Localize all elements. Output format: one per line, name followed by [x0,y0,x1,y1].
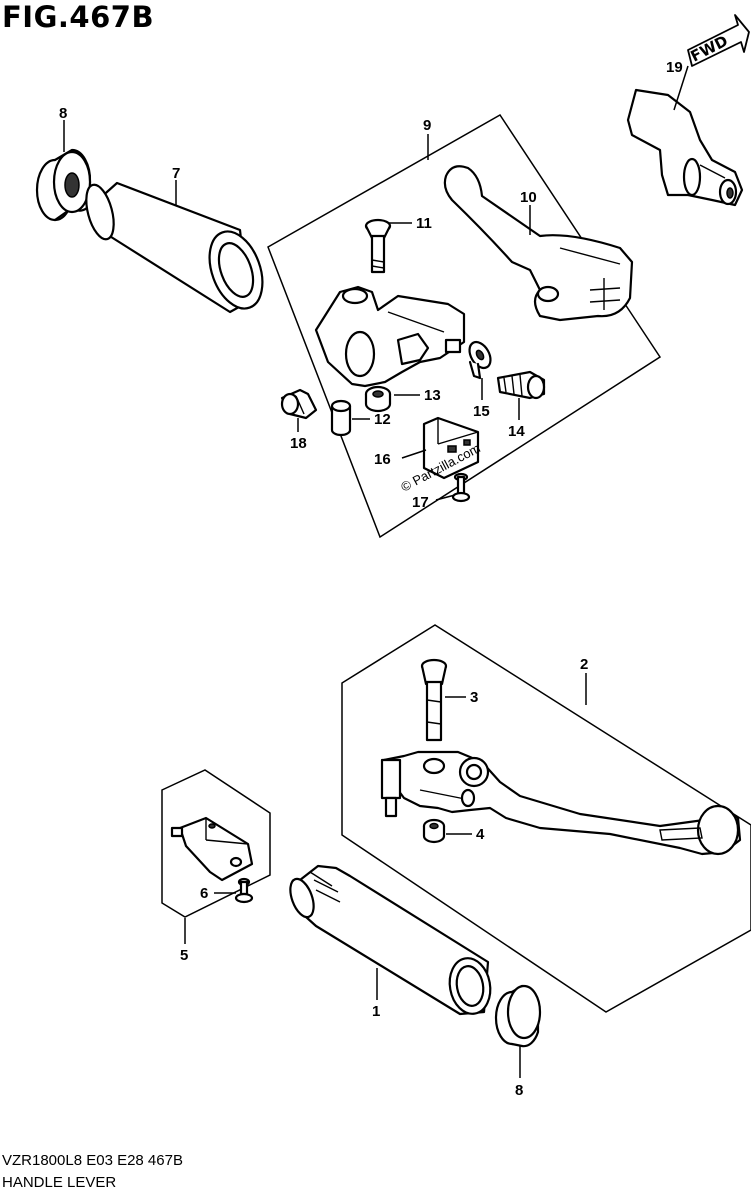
footer-name: HANDLE LEVER [2,1174,117,1191]
fwd-label: FWD [688,32,731,66]
callout-5: 5 [180,947,188,964]
part-5-brake-switch [170,816,254,882]
callout-8-top: 8 [59,105,67,122]
callout-15: 15 [473,403,490,420]
part-10-clutch-lever [443,165,634,322]
parts-diagram: FWD [35,14,751,1099]
callout-14: 14 [508,423,525,440]
assembly-box-5 [161,769,271,918]
callout-1: 1 [372,1003,380,1020]
figure-title: FIG.467B [2,0,155,34]
part-18-bolt [280,388,318,420]
part-1-throttle-grip [289,864,492,1016]
callout-11: 11 [416,215,432,232]
callout-3: 3 [470,689,478,706]
part-14-adjuster-bolt [496,370,546,400]
callout-16: 16 [374,451,391,468]
part-7-grip-top [85,181,264,314]
callout-17: 17 [412,494,429,511]
callout-4: 4 [476,826,485,843]
assembly-box-9 [267,114,662,539]
callout-8-bottom: 8 [515,1082,523,1099]
part-16-clutch-switch [422,416,480,480]
callout-13: 13 [424,387,441,404]
callout-7: 7 [172,165,180,182]
part-3-pivot-bolt [420,658,448,742]
part-8-bar-end-bottom [494,984,542,1048]
part-11-pivot-bolt [364,218,392,274]
leader-lines [63,65,689,1078]
callout-19: 19 [666,59,683,76]
part-2-brake-lever [380,750,742,856]
part-6-screw [234,877,254,904]
part-17-screw [451,472,471,503]
callout-9: 9 [423,117,431,134]
callout-12: 12 [374,411,391,428]
callout-10: 10 [520,189,537,206]
part-9-lever-holder [314,285,466,388]
part-4-nut [422,818,446,844]
callout-6: 6 [200,885,208,902]
fwd-arrow-icon: FWD [687,14,750,67]
footer-code: VZR1800L8 E03 E28 467B [2,1152,183,1169]
part-13-nut [364,385,392,413]
callout-2: 2 [580,656,588,673]
part-15-adjuster [468,340,492,380]
part-12-collar [330,399,352,437]
part-8-bar-end-top [35,148,92,222]
callout-labels: 19 8 7 9 10 11 13 12 18 15 14 16 17 2 3 … [59,59,683,1099]
part-19-sleeve [626,88,744,207]
assembly-box-2 [341,624,751,1013]
callout-18: 18 [290,435,307,452]
